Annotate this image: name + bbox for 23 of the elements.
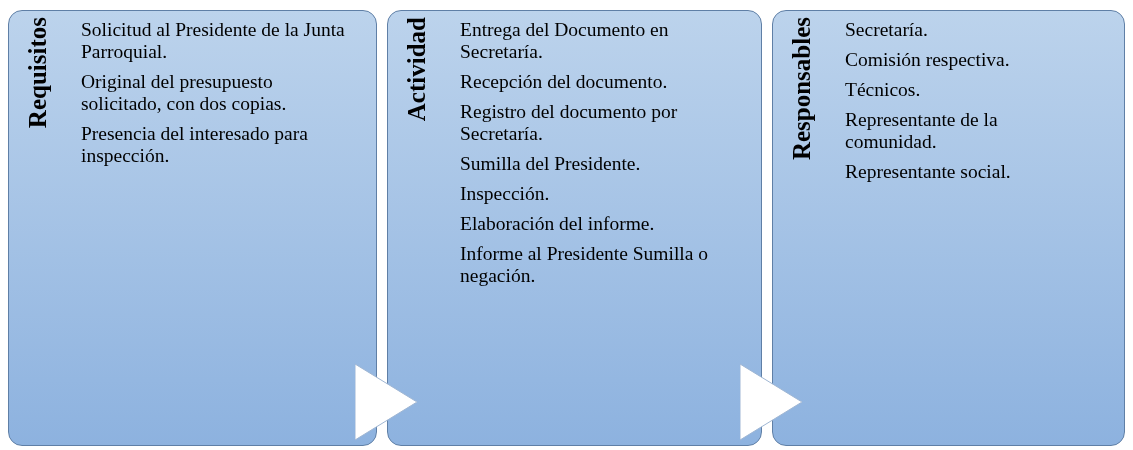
list-item: Solicitud al Presidente de la Junta Parroquial. bbox=[81, 19, 346, 63]
column-panel bbox=[8, 10, 377, 446]
column-heading: Requisitos bbox=[23, 17, 52, 129]
column-panel bbox=[387, 10, 762, 446]
list-item: Secretaría. bbox=[845, 19, 929, 41]
column-heading: Responsables bbox=[787, 17, 816, 161]
chevron-arrow bbox=[354, 363, 418, 441]
list-item: Comisión respectiva. bbox=[845, 49, 1011, 71]
list-item: Presencia del interesado para inspección. bbox=[81, 123, 309, 167]
list-item: Elaboración del informe. bbox=[460, 213, 656, 235]
list-item: Representante social. bbox=[845, 161, 1012, 183]
list-item: Registro del documento por Secretaría. bbox=[460, 101, 679, 145]
list-item: Sumilla del Presidente. bbox=[460, 153, 642, 175]
list-item: Técnicos. bbox=[845, 79, 922, 101]
list-item: Informe al Presidente Sumilla o negación. bbox=[460, 243, 710, 287]
list-item: Recepción del documento. bbox=[460, 71, 669, 93]
chevron-arrow bbox=[739, 363, 803, 441]
column-heading: Actividad bbox=[402, 17, 431, 122]
list-item: Original del presupuesto solicitado, con dos copias. bbox=[81, 71, 288, 115]
list-item: Entrega del Documento en Secretaría. bbox=[460, 19, 670, 63]
list-item: Representante de la comunidad. bbox=[845, 109, 999, 153]
list-item: Inspección. bbox=[460, 183, 551, 205]
column-panel bbox=[772, 10, 1125, 446]
